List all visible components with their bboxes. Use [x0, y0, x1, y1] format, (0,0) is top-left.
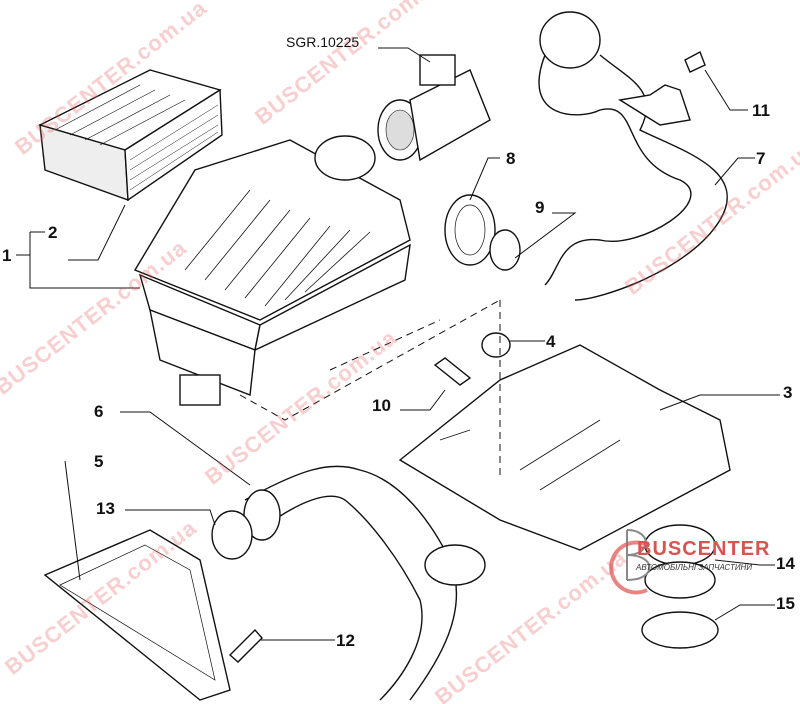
callout-13: 13 — [96, 499, 115, 518]
callout-2: 2 — [48, 223, 58, 242]
callout-4: 4 — [546, 332, 556, 351]
duct-5 — [43, 529, 231, 701]
logo-mark — [609, 529, 651, 595]
callout-10: 10 — [372, 396, 391, 415]
callout-8: 8 — [506, 149, 516, 168]
callout-9: 9 — [535, 198, 545, 217]
logo-subtitle: АВТОМОБІЛЬНІ ЗАПЧАСТИНИ — [636, 563, 753, 572]
air-box-housing — [133, 135, 411, 406]
clamp-13 — [211, 510, 253, 560]
maf-sensor — [377, 54, 491, 162]
bracket-3 — [398, 344, 731, 551]
intake-hose — [538, 11, 728, 301]
clamp-15 — [641, 611, 719, 649]
part-code-label: SGR.10225 — [286, 34, 360, 50]
air-filter-element — [38, 69, 223, 202]
grommet-4 — [481, 332, 511, 358]
callout-11: 11 — [752, 101, 770, 120]
callout-7: 7 — [756, 149, 766, 168]
bolt-10 — [433, 357, 472, 386]
callout-6: 6 — [94, 402, 104, 421]
callout-3: 3 — [783, 383, 793, 402]
bolt-11 — [684, 51, 706, 73]
coupling-8 — [444, 194, 496, 266]
callout-15: 15 — [776, 594, 795, 613]
leader-lines — [16, 47, 780, 641]
clamp-9 — [489, 229, 521, 271]
callout-1: 1 — [2, 246, 12, 265]
buscenter-logo: BUSCENTER АВТОМОБІЛЬНІ ЗАПЧАСТИНИ — [609, 529, 782, 595]
logo-name: BUSCENTER — [637, 538, 771, 560]
callout-14: 14 — [776, 554, 795, 573]
hose-6 — [244, 465, 458, 701]
screw-12 — [228, 628, 263, 663]
callout-5: 5 — [94, 452, 104, 471]
callout-12: 12 — [336, 631, 355, 650]
